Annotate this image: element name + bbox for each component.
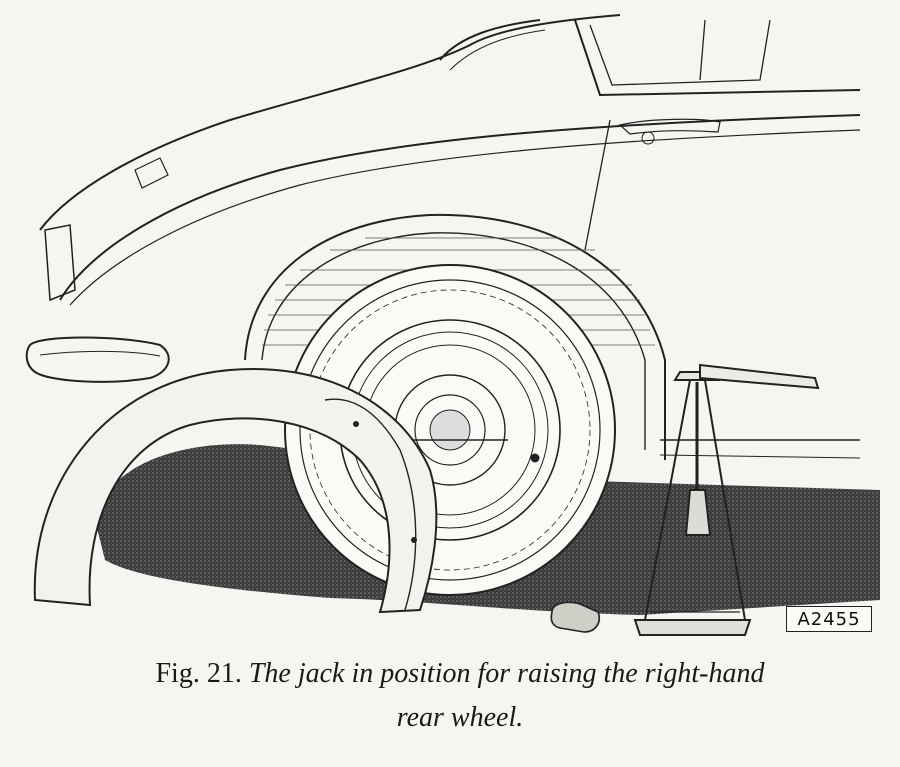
jack [633, 363, 820, 636]
hub-nut [550, 601, 600, 633]
detached-wing [33, 368, 438, 614]
caption-text-line1: The jack in position for raising the rig… [248, 658, 765, 689]
caption-text-line2: rear wheel. [396, 702, 524, 733]
plate-number-label: A2455 [786, 606, 872, 632]
figure-caption: Fig. 21. The jack in position for raisin… [30, 652, 890, 740]
figure-number: Fig. 21. [155, 658, 242, 689]
car-body [25, 14, 861, 459]
jack-illustration [25, 14, 880, 636]
